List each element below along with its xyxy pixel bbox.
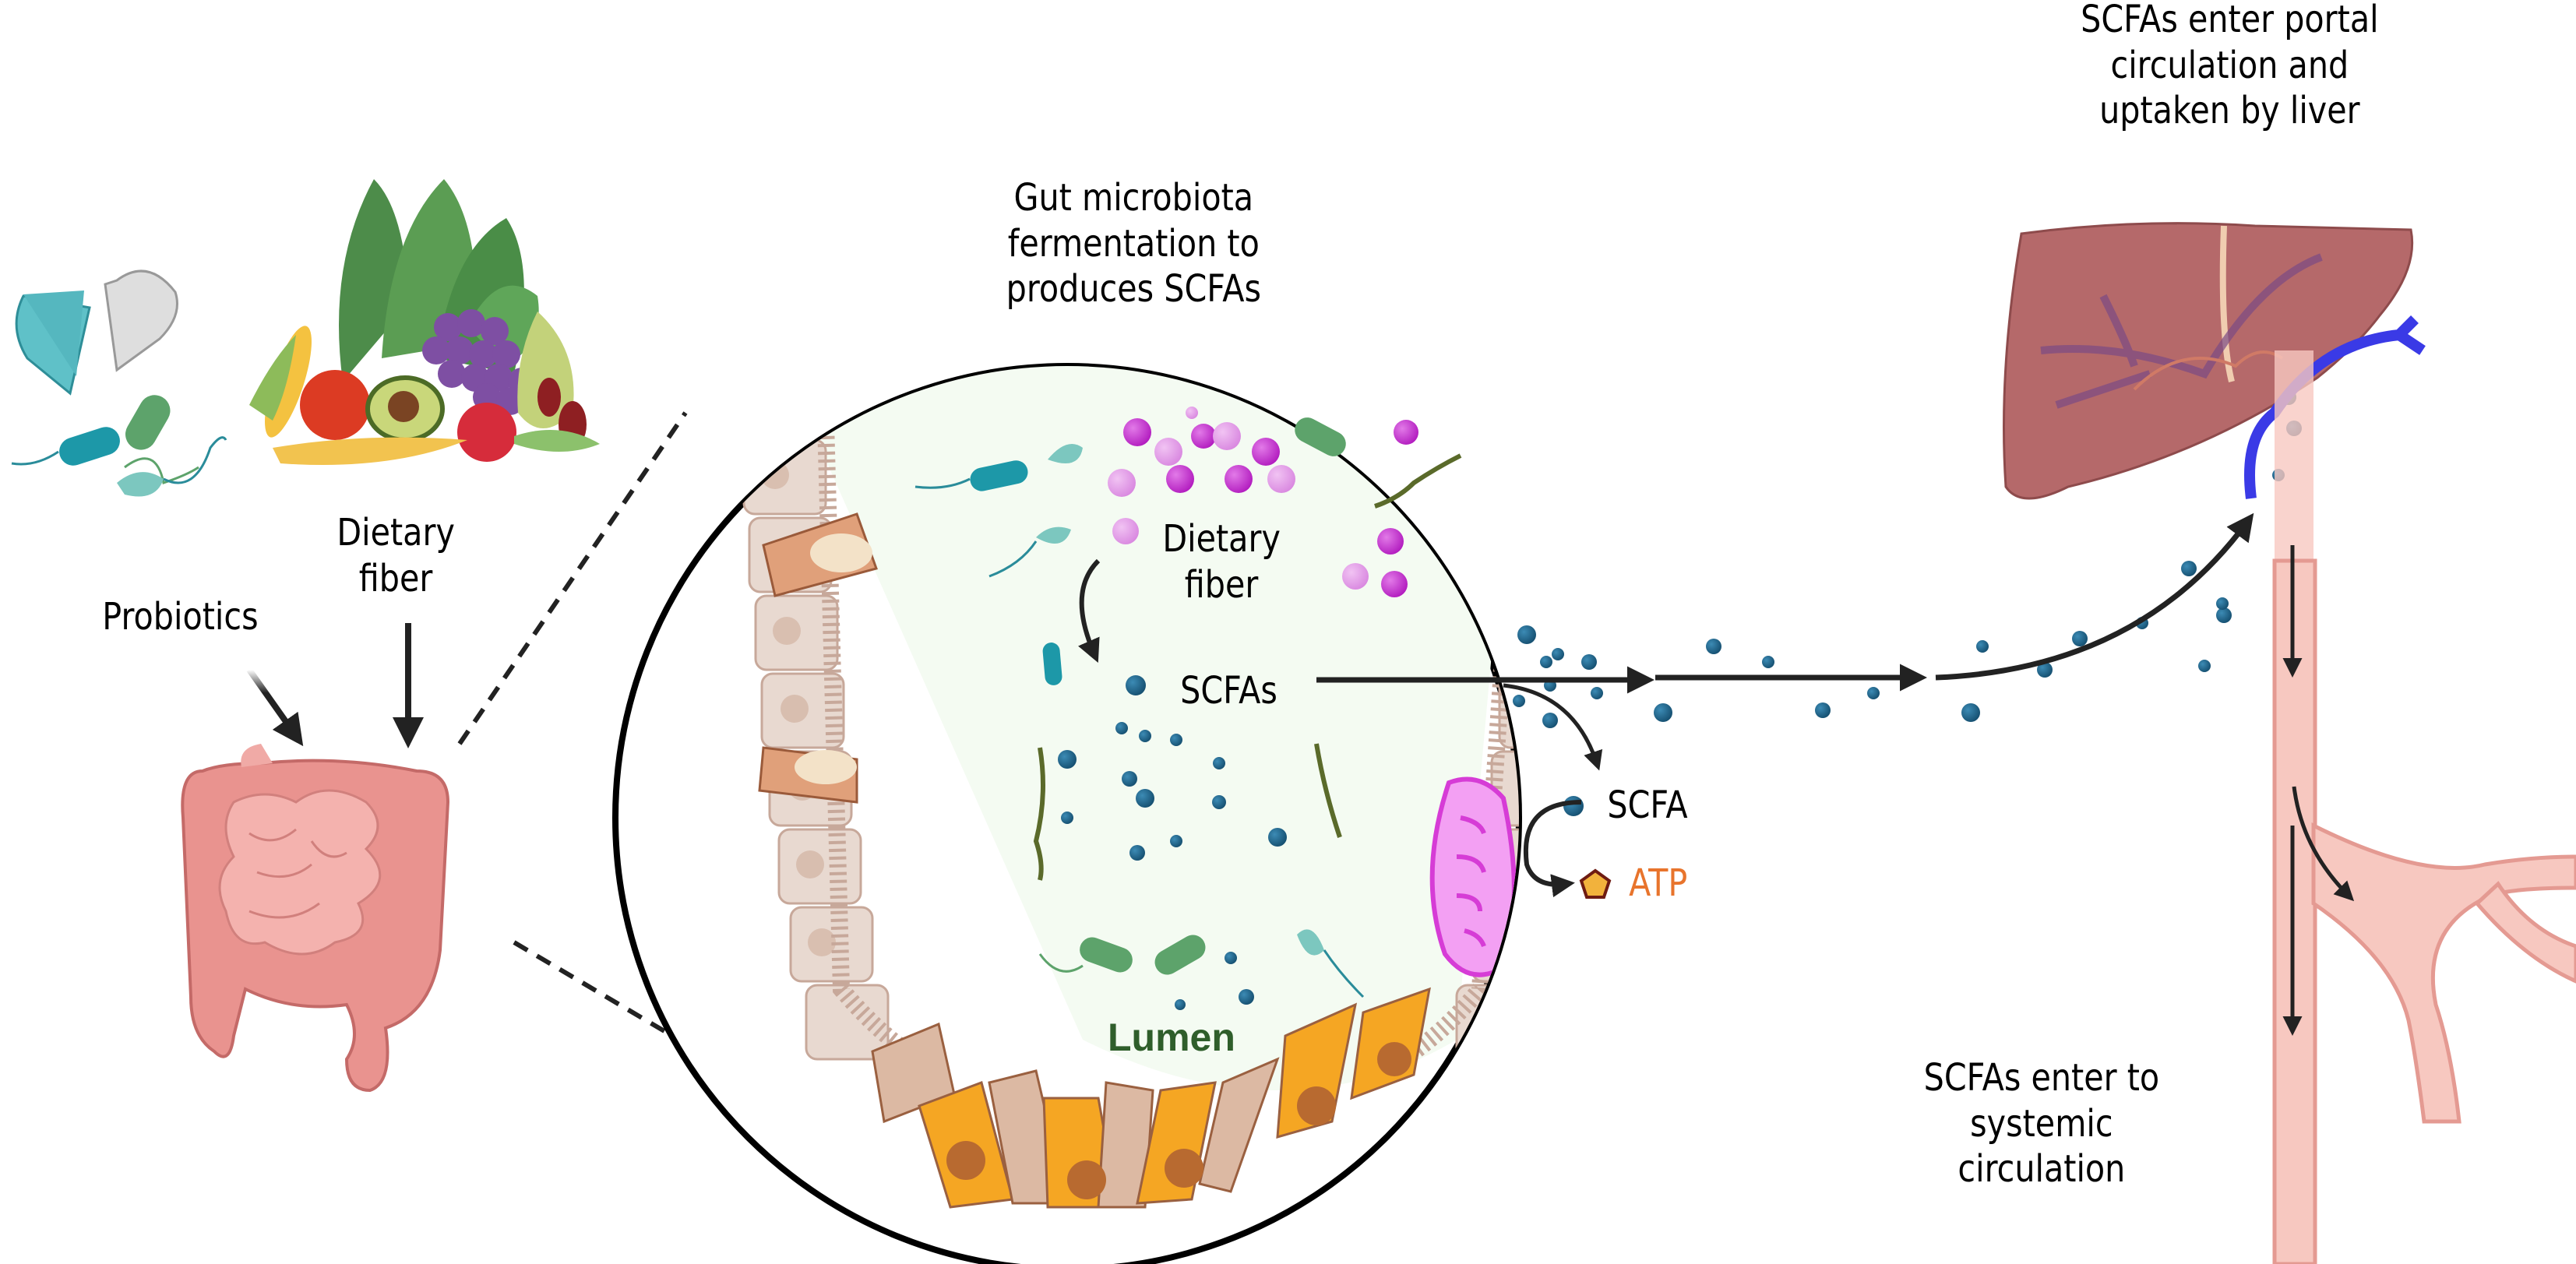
scfa-dot [2072, 631, 2088, 646]
scfa-dot [1139, 730, 1151, 742]
scfa-dot [2216, 597, 2229, 610]
scfa-dot [1581, 654, 1597, 670]
scfa-dot [1170, 734, 1182, 746]
fiber-dot [1123, 418, 1151, 446]
scfa-dot [1552, 648, 1564, 660]
scfa-dot [1212, 795, 1226, 809]
scfa-dot [1542, 713, 1558, 728]
scfa-uptake-arrow [1503, 683, 1603, 771]
atp-pentagon-icon [1579, 868, 1612, 899]
fiber-dot [1342, 563, 1369, 590]
scfa-dot [1867, 687, 1880, 699]
intestine-icon [181, 744, 450, 1093]
fiber-dot [1108, 469, 1136, 497]
scfa-dot [1540, 656, 1552, 668]
fiber-dot [1394, 420, 1418, 445]
scfa-dot [1815, 702, 1831, 718]
scfa-dot [2181, 561, 2197, 576]
scfa-dot [1061, 812, 1073, 824]
fiber-dot [1154, 438, 1182, 466]
fiber-dot [1213, 422, 1241, 450]
scfa-dot [1706, 639, 1721, 654]
scfa-dot [1115, 722, 1128, 734]
scfa-dot [1563, 796, 1584, 816]
scfa-dot [1961, 703, 1980, 722]
scfa-dot [1591, 687, 1603, 699]
scfa-dot [1170, 835, 1182, 847]
scfa-dot [1517, 625, 1536, 644]
portal-arrow [1935, 512, 2254, 681]
portal-circulation-label: SCFAs enter portal circulation and uptak… [2081, 0, 2379, 133]
liver-icon [2003, 222, 2414, 500]
fiber-dot [1381, 571, 1408, 597]
lumen-region [779, 366, 1519, 1090]
fiber-dot [1166, 465, 1194, 493]
lumen-bacteria-icon [914, 417, 1462, 998]
scfa-dot [1513, 695, 1525, 707]
probiotics-label: Probiotics [102, 595, 259, 639]
fiber-to-scfa-arrow [1078, 558, 1101, 663]
fiber-dot [1225, 465, 1253, 493]
scfa-dot [1976, 640, 1989, 653]
scfa-dot [2037, 662, 2053, 678]
fiber-dot [1252, 438, 1280, 466]
lumen-label: Lumen [1108, 1016, 1235, 1059]
scfa-dot [1762, 656, 1774, 668]
scfa-dot [1126, 675, 1146, 695]
bacteria-cluster-icon [11, 395, 227, 497]
systemic-circulation-label: SCFAs enter to systemic circulation [1923, 1056, 2160, 1192]
dietary-fiber-label-lumen: Dietary fiber [1162, 517, 1281, 607]
circle-heading: Gut microbiota fermentation to produces … [1006, 176, 1261, 312]
scfa-dot [1175, 999, 1186, 1010]
scfa-dot [1122, 771, 1137, 787]
scfa-dot [1239, 989, 1254, 1005]
blood-vessel-icon [2272, 350, 2576, 1264]
probiotics-arrow [246, 667, 304, 747]
scfa-dot [1136, 789, 1154, 808]
fruits-vegetables-icon [249, 179, 600, 465]
fiber-dot [1112, 518, 1139, 544]
zoom-connector-top [457, 411, 688, 745]
scfa-dot [1213, 757, 1225, 769]
fiber-particles [1108, 407, 1418, 597]
fiber-dot [1377, 528, 1404, 555]
probiotic-capsule-icon [15, 269, 178, 396]
fiber-dot [1191, 424, 1216, 449]
scfa-dot [1225, 952, 1237, 964]
scfa-dot [1058, 750, 1077, 769]
scfa-dot [1268, 828, 1287, 847]
scfa-to-atp-arrow [1523, 800, 1582, 898]
scfa-dot [1654, 703, 1672, 722]
fiber-dot [1186, 407, 1198, 419]
scfa-label: SCFA [1607, 783, 1688, 827]
scfa-dot [2198, 660, 2211, 672]
scfas-label-lumen: SCFAs [1180, 669, 1277, 713]
branch-arrow [2292, 786, 2355, 902]
dietary-fiber-label-left: Dietary fiber [337, 511, 455, 600]
fiber-dot [1267, 465, 1295, 493]
scfa-dot [1129, 845, 1145, 861]
scfa-dot [2216, 607, 2232, 623]
atp-label: ATP [1629, 861, 1688, 905]
